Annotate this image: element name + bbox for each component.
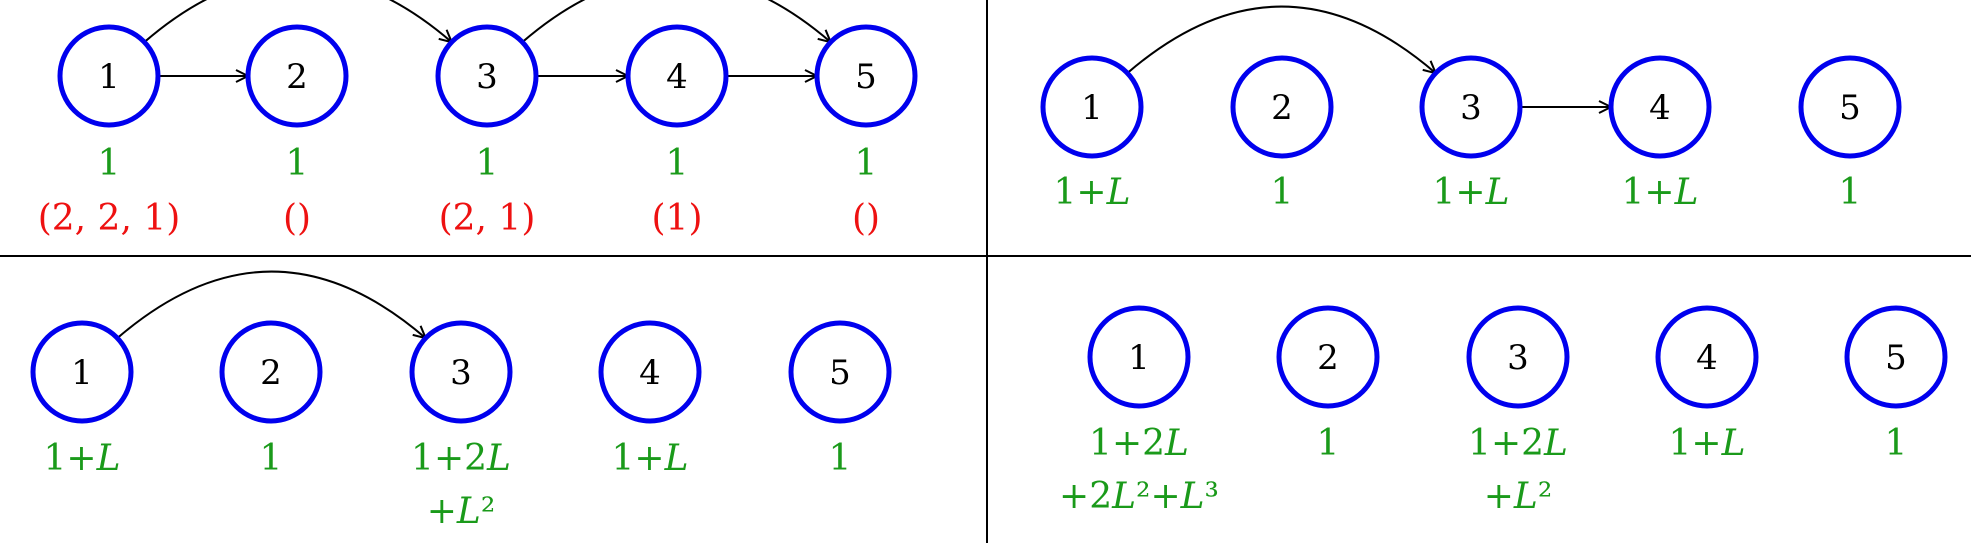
node-label: 2 <box>1317 338 1339 378</box>
node-circle <box>409 320 513 424</box>
node-1: 1 1+L <box>30 320 134 479</box>
node-circle <box>1230 55 1334 159</box>
edge-3-to-5 <box>521 0 830 42</box>
node-circle <box>814 24 918 128</box>
node-circle <box>625 24 729 128</box>
weight-label: 1 <box>855 143 878 184</box>
weight-label: 1 <box>476 143 499 184</box>
node-label: 5 <box>829 353 851 393</box>
node-2: 21 <box>219 320 323 479</box>
node-1: 1 1 (2, 2, 1) <box>38 24 181 239</box>
node-1: 1 1+2L +2L²+L³ <box>1059 305 1219 517</box>
node-5: 5 1 () <box>814 24 918 239</box>
weight-label: 1+L <box>1669 423 1746 464</box>
node-label: 5 <box>1839 88 1861 128</box>
node-label: 3 <box>1507 338 1529 378</box>
panels-layer: 11(2, 2, 1)21()31(2, 1)41(1)51()11+L2131… <box>30 0 1948 532</box>
weight-label: 1+2L <box>411 438 511 479</box>
weight-label: 1 <box>1317 423 1340 464</box>
node-circle <box>1419 55 1523 159</box>
node-3: 3 1+2L +L² <box>409 320 513 532</box>
edge-1-to-3 <box>143 0 451 42</box>
node-label: 4 <box>639 353 661 393</box>
tuple-label: (2, 1) <box>439 198 536 239</box>
node-4: 4 1+L <box>1608 55 1712 213</box>
node-circle <box>1087 305 1191 409</box>
node-3: 3 1+L <box>1419 55 1523 213</box>
node-4: 4 1+L <box>598 320 702 479</box>
node-label: 2 <box>1271 88 1293 128</box>
node-circle <box>1608 55 1712 159</box>
node-circle <box>1466 305 1570 409</box>
node-5: 51 <box>788 320 892 479</box>
weight-label: 1 <box>1839 172 1862 213</box>
tuple-label: (2, 2, 1) <box>38 198 181 239</box>
node-circle <box>245 24 349 128</box>
node-5: 51 <box>1798 55 1902 213</box>
weight-label: 1+L <box>1054 172 1131 213</box>
weight-label: 1 <box>286 143 309 184</box>
node-circle <box>1655 305 1759 409</box>
node-label: 5 <box>1885 338 1907 378</box>
tuple-label: (1) <box>652 198 703 239</box>
node-2: 21 <box>1230 55 1334 213</box>
edge-1-to-3 <box>1126 5 1435 74</box>
node-2: 2 1 () <box>245 24 349 239</box>
node-label: 1 <box>1128 338 1150 378</box>
weight-label: 1 <box>1885 423 1908 464</box>
node-label: 1 <box>98 57 120 97</box>
weight-label: 1+L <box>1433 172 1510 213</box>
node-circle <box>57 24 161 128</box>
tuple-label: () <box>283 198 311 239</box>
node-label: 1 <box>71 353 93 393</box>
node-label: 5 <box>855 57 877 97</box>
node-label: 4 <box>1649 88 1671 128</box>
node-label: 3 <box>1460 88 1482 128</box>
weight-label: 1 <box>829 438 852 479</box>
node-circle <box>219 320 323 424</box>
node-label: 3 <box>476 57 498 97</box>
weight-label: +L² <box>427 491 496 532</box>
weight-label: 1+2L <box>1089 423 1189 464</box>
node-2: 21 <box>1276 305 1380 464</box>
node-circle <box>1844 305 1948 409</box>
node-3: 3 1+2L +L² <box>1466 305 1570 517</box>
node-label: 4 <box>1696 338 1718 378</box>
weight-label: 1 <box>98 143 121 184</box>
node-5: 51 <box>1844 305 1948 464</box>
weight-label: 1 <box>666 143 689 184</box>
node-circle <box>1276 305 1380 409</box>
tuple-label: () <box>852 198 880 239</box>
node-circle <box>435 24 539 128</box>
weight-label: 1+L <box>612 438 689 479</box>
node-3: 3 1 (2, 1) <box>435 24 539 239</box>
node-circle <box>1040 55 1144 159</box>
node-circle <box>1798 55 1902 159</box>
node-label: 3 <box>450 353 472 393</box>
node-4: 4 1 (1) <box>625 24 729 239</box>
weight-label: 1 <box>260 438 283 479</box>
weight-label: +L² <box>1484 476 1553 517</box>
panel-top-left: 1 1 (2, 2, 1) 2 1 () 3 1 (2, 1) 4 1 (1) 5 1 () <box>38 0 918 239</box>
node-label: 2 <box>260 353 282 393</box>
weight-label: 1+L <box>1622 172 1699 213</box>
node-circle <box>598 320 702 424</box>
node-label: 4 <box>666 57 688 97</box>
node-circle <box>30 320 134 424</box>
node-label: 2 <box>286 57 308 97</box>
node-label: 1 <box>1081 88 1103 128</box>
weight-label: 1+2L <box>1468 423 1568 464</box>
node-circle <box>788 320 892 424</box>
weight-label: 1 <box>1271 172 1294 213</box>
weight-label: +2L²+L³ <box>1059 476 1219 517</box>
node-1: 1 1+L <box>1040 55 1144 213</box>
weight-label: 1+L <box>44 438 121 479</box>
node-4: 4 1+L <box>1655 305 1759 464</box>
edge-1-to-3 <box>116 270 425 339</box>
